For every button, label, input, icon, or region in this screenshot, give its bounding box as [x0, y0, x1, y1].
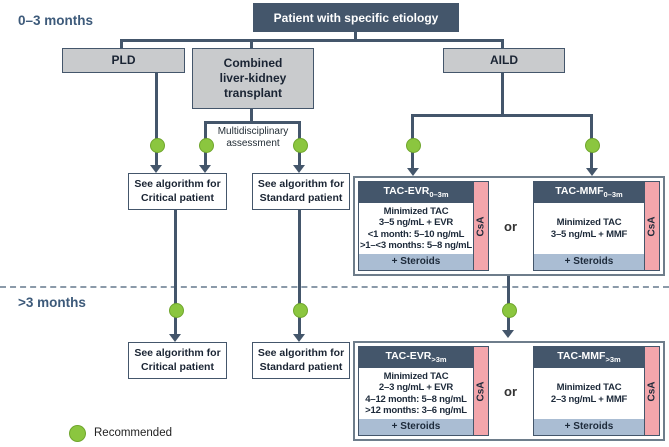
recommended-dot [150, 138, 165, 153]
tac-mmf-gt3m-steroids: + Steroids [533, 417, 645, 435]
tac-evr-0-3m-steroids: + Steroids [359, 252, 473, 270]
tac-body-line: Minimized TAC [556, 217, 622, 229]
arrowhead-critical-late [169, 334, 181, 342]
node-see-algorithm-standard-early: See algorithm for Standard patient [252, 173, 350, 210]
section-divider-dashed-line [0, 286, 669, 288]
tac-body-line: 4–12 month: 5–8 ng/mL [365, 393, 467, 405]
algo-line: See algorithm for [134, 177, 221, 190]
tac-mmf-0-3m-body: Minimized TAC 3–5 ng/mL + MMF [534, 205, 645, 252]
tac-body-line: Minimized TAC [556, 382, 622, 394]
connector-critical-down [174, 207, 177, 335]
tac-body-line: Minimized TAC [383, 205, 449, 217]
tac-body-line: >1–<3 months: 5–8 ng/mL [359, 239, 473, 251]
or-label: or [504, 218, 517, 234]
connector-root-stem [354, 31, 357, 41]
algo-line: Critical patient [141, 191, 214, 204]
connector-multi-bar [204, 121, 301, 124]
connector-stub-aild [501, 39, 504, 48]
arrowhead-aild-to-tac-evr [407, 168, 419, 176]
tac-body-line: 3–5 ng/mL + EVR [378, 217, 454, 229]
connector-aild-bar [411, 114, 593, 117]
tac-evr-gt3m-body: Minimized TAC 2–3 ng/mL + EVR 4–12 month… [359, 370, 473, 417]
recommended-dot [169, 303, 184, 318]
node-see-algorithm-standard-late: See algorithm for Standard patient [252, 342, 350, 379]
tac-body-line: <1 month: 5–10 ng/mL [367, 228, 465, 240]
tac-mmf-0-3m-title: TAC-MMF0–3m [533, 182, 645, 206]
recommended-dot [502, 303, 517, 318]
connector-top-branch-bar [120, 39, 504, 42]
algo-line: See algorithm for [257, 177, 345, 190]
node-tac-mmf-gt3m: TAC-MMF>3m Minimized TAC 2–3 ng/mL + MMF… [532, 346, 660, 436]
algo-line: Critical patient [141, 360, 214, 373]
section-label-0-3-months: 0–3 months [18, 13, 94, 28]
label-multidisciplinary-assessment: Multidisciplinary assessment [203, 126, 303, 149]
node-clkt-line: transplant [223, 86, 282, 100]
arrowhead-multi-to-critical [199, 165, 211, 173]
tac-evr-0-3m-title: TAC-EVR0–3m [359, 182, 473, 206]
algo-line: See algorithm for [257, 346, 345, 359]
algo-line: Standard patient [259, 360, 343, 373]
tac-mmf-0-3m-steroids: + Steroids [533, 252, 645, 270]
connector-standard-down [298, 207, 301, 335]
arrowhead-multi-to-standard [293, 165, 305, 173]
connector-clkt-stem [250, 106, 253, 124]
csa-bar: CsA [472, 346, 489, 436]
tac-evr-gt3m-title: TAC-EVR>3m [359, 347, 473, 371]
node-see-algorithm-critical-late: See algorithm for Critical patient [128, 342, 227, 379]
legend-recommended-label: Recommended [94, 427, 172, 439]
section-label-gt3-months: >3 months [18, 295, 86, 310]
tac-body-line: 2–3 ng/mL + MMF [550, 393, 628, 405]
tac-evr-0-3m-body: Minimized TAC 3–5 ng/mL + EVR <1 month: … [359, 205, 473, 252]
recommended-dot [406, 138, 421, 153]
multi-line: Multidisciplinary [217, 126, 289, 137]
arrowhead-pld-to-critical [150, 165, 162, 173]
tac-body-line: 2–3 ng/mL + EVR [378, 382, 454, 394]
csa-bar: CsA [644, 346, 660, 436]
connector-pld-down [155, 70, 158, 166]
arrowhead-standard-late [293, 334, 305, 342]
tac-body-line: Minimized TAC [383, 370, 449, 382]
node-tac-evr-gt3m: TAC-EVR>3m Minimized TAC 2–3 ng/mL + EVR… [358, 346, 489, 436]
connector-stub-clkt [250, 39, 253, 48]
recommended-dot [293, 138, 308, 153]
node-pld-label: PLD [111, 53, 136, 67]
csa-bar: CsA [644, 181, 660, 271]
node-clkt-line: liver-kidney [219, 71, 287, 85]
node-aild-label: AILD [490, 53, 518, 67]
tac-mmf-gt3m-title: TAC-MMF>3m [533, 347, 645, 371]
arrowhead-tac-panel-late [502, 330, 514, 338]
tac-evr-gt3m-steroids: + Steroids [359, 417, 473, 435]
node-aild: AILD [443, 48, 565, 73]
panel-tac-options-gt3m: TAC-EVR>3m Minimized TAC 2–3 ng/mL + EVR… [353, 341, 665, 441]
node-patient-specific-etiology: Patient with specific etiology [253, 3, 459, 32]
node-combined-liver-kidney-transplant: Combined liver-kidney transplant [192, 48, 314, 109]
connector-aild-stem [501, 70, 504, 117]
node-tac-evr-0-3m: TAC-EVR0–3m Minimized TAC 3–5 ng/mL + EV… [358, 181, 489, 271]
algo-line: Standard patient [259, 191, 343, 204]
node-pld: PLD [62, 48, 185, 73]
recommended-dot [585, 138, 600, 153]
node-clkt-line: Combined [223, 56, 283, 70]
panel-tac-options-0-3m: TAC-EVR0–3m Minimized TAC 3–5 ng/mL + EV… [353, 176, 665, 276]
arrowhead-aild-to-tac-mmf [586, 168, 598, 176]
tac-mmf-gt3m-body: Minimized TAC 2–3 ng/mL + MMF [534, 370, 645, 417]
tac-body-line: 3–5 ng/mL + MMF [550, 228, 628, 240]
tac-body-line: >12 months: 3–6 ng/mL [365, 404, 467, 416]
node-tac-mmf-0-3m: TAC-MMF0–3m Minimized TAC 3–5 ng/mL + MM… [532, 181, 660, 271]
csa-bar: CsA [472, 181, 489, 271]
multi-line: assessment [226, 137, 280, 149]
or-label: or [504, 383, 517, 399]
recommended-dot [293, 303, 308, 318]
recommended-dot [199, 138, 214, 153]
legend-recommended-dot [69, 425, 86, 442]
connector-stub-pld [120, 39, 123, 48]
algo-line: See algorithm for [134, 346, 221, 359]
node-see-algorithm-critical-early: See algorithm for Critical patient [128, 173, 227, 210]
